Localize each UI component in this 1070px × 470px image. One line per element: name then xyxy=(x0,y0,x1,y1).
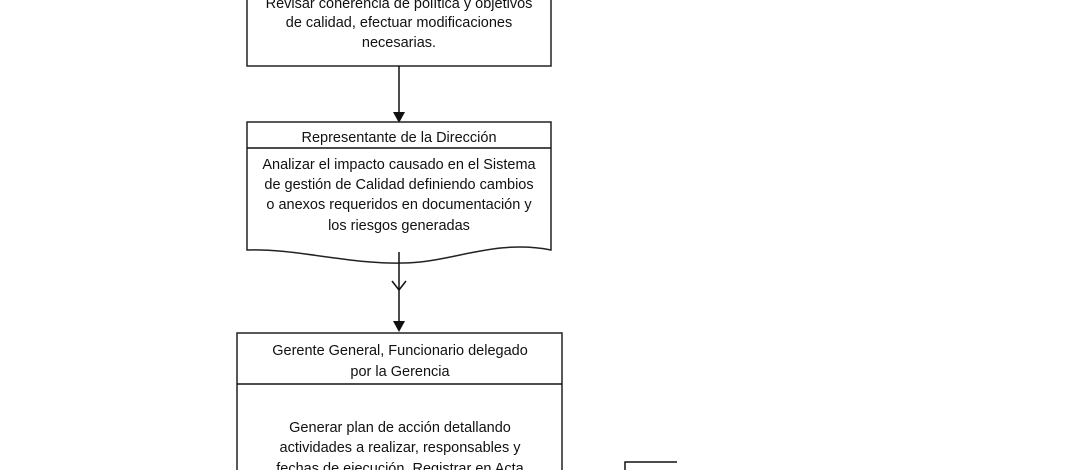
open-arrow-icon xyxy=(391,280,407,292)
arrow-connector xyxy=(391,252,407,332)
box1-line: necesarias. xyxy=(362,35,436,51)
box3-header-line: por la Gerencia xyxy=(350,364,450,380)
box3-line: actividades a realizar, responsables y xyxy=(280,440,522,456)
box2-header: Representante de la Dirección xyxy=(301,130,496,146)
arrowhead-icon xyxy=(393,112,405,123)
box2-line: de gestión de Calidad definiendo cambios xyxy=(264,177,533,193)
process-box-revisar: Revisar coherencia de política y objetiv… xyxy=(246,0,552,67)
arrowhead-icon xyxy=(393,321,405,332)
box2-line: o anexos requeridos en documentación y xyxy=(266,197,532,213)
box2-line: Analizar el impacto causado en el Sistem… xyxy=(262,157,536,173)
process-box-gerente: Gerente General, Funcionario delegado po… xyxy=(236,332,563,470)
document-box-representante: Representante de la Dirección Analizar e… xyxy=(246,121,552,264)
box3-header-line: Gerente General, Funcionario delegado xyxy=(272,343,528,359)
box3-line: Generar plan de acción detallando xyxy=(289,420,511,436)
box2-line: los riesgos generadas xyxy=(328,218,470,234)
box1-line: de calidad, efectuar modificaciones xyxy=(286,15,513,31)
arrow-connector xyxy=(393,66,405,123)
box3-line: fechas de ejecución. Registrar en Acta xyxy=(276,461,524,470)
box1-line: Revisar coherencia de política y objetiv… xyxy=(266,0,533,12)
partial-box xyxy=(624,461,677,470)
